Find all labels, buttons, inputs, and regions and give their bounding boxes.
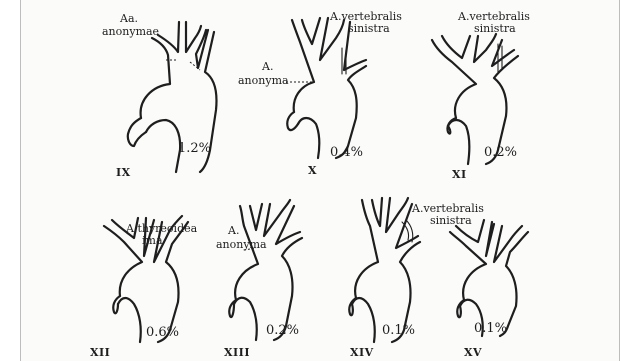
figure-x-label-side-line2: anonyma — [238, 74, 289, 87]
figure-ix-numeral: IX — [116, 166, 131, 179]
figure-x: A.vertebralis sinistra A. anonyma 0.4% X — [238, 10, 402, 177]
figure-xv: 0.1% XV — [450, 220, 528, 359]
figure-xi: A.vertebralis sinistra 0.2% XI — [432, 10, 530, 181]
figure-xi-label-top-line2: sinistra — [474, 22, 516, 35]
figure-xiii-percent: 0.2% — [266, 323, 299, 338]
figure-xv-numeral: XV — [464, 346, 482, 359]
figure-ix-percent: 1.2% — [178, 141, 211, 156]
figure-x-label-top-line2: sinistra — [348, 22, 390, 35]
figure-ix-label-line1: Aa. — [119, 12, 138, 25]
figure-xi-percent: 0.2% — [484, 145, 517, 160]
figure-x-percent: 0.4% — [330, 145, 363, 160]
figure-xiii-vessel — [234, 200, 302, 340]
figure-xii-numeral: XII — [90, 346, 110, 359]
figure-ix-stump — [128, 118, 146, 146]
figure-xii-stump — [113, 296, 120, 313]
figure-xiii-label-side-line1: A. — [227, 224, 239, 237]
figure-xv-percent: 0.1% — [474, 321, 507, 336]
figure-xiii-numeral: XIII — [224, 346, 250, 359]
figure-xiv: A.vertebralis sinistra 0.1% XIV — [349, 198, 484, 359]
figure-xii: A.thyreoidea ima 0.6% XII — [90, 216, 198, 359]
figure-xi-numeral: XI — [452, 168, 467, 181]
figure-x-vessel — [292, 18, 366, 158]
figure-xiv-vessel — [352, 198, 420, 342]
figure-ix-label-line2: anonymae — [102, 25, 159, 38]
figure-ix: Aa. anonymae 1.2% IX — [102, 12, 217, 179]
figure-xv-vessel — [450, 220, 528, 336]
figure-x-stump — [287, 112, 298, 130]
figure-xiii-label-side-line2: anonyma — [216, 238, 267, 251]
figure-xiv-vertebral — [402, 220, 413, 242]
figure-xii-percent: 0.6% — [146, 325, 179, 340]
figure-ix-pointer — [166, 60, 200, 70]
figure-x-numeral: X — [308, 164, 317, 177]
figure-xiv-percent: 0.1% — [382, 323, 415, 338]
figure-xiii: A. anonyma 0.2% XIII — [216, 200, 302, 359]
figure-xiv-label-top-line2: sinistra — [430, 214, 472, 227]
figure-x-label-side-line1: A. — [261, 60, 273, 73]
figure-xii-label-top-line2: ima — [142, 234, 163, 247]
figure-xiv-numeral: XIV — [350, 346, 374, 359]
